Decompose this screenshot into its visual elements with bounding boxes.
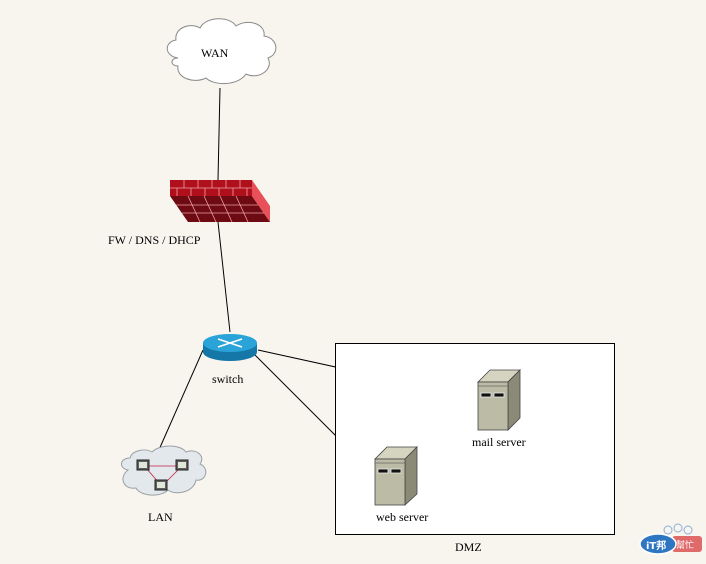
- switch-label: switch: [212, 372, 244, 386]
- lan-workstation: [154, 479, 168, 491]
- link-wan-firewall: [217, 87, 221, 181]
- itbang-logo-icon: [639, 523, 702, 555]
- watermark-suffix: 幫忙: [676, 541, 695, 551]
- link-firewall-switch: [217, 221, 231, 333]
- link-switch-lan: [157, 349, 204, 453]
- firewall-label: FW / DNS / DHCP: [108, 233, 201, 247]
- firewall-icon[interactable]: [170, 180, 270, 223]
- lan-workstation: [175, 459, 189, 471]
- dmz-zone: [335, 343, 615, 535]
- lan-cloud-icon[interactable]: [121, 445, 207, 496]
- wan-label: WAN: [201, 46, 229, 60]
- switch-icon[interactable]: [203, 334, 257, 361]
- lan-label: LAN: [148, 510, 173, 524]
- wan-cloud-icon[interactable]: [166, 18, 277, 84]
- web-server-icon[interactable]: [374, 446, 418, 506]
- lan-workstation: [136, 459, 150, 471]
- mail-server-label: mail server: [472, 435, 526, 449]
- watermark-brand: iT邦: [646, 541, 667, 552]
- mail-server-icon[interactable]: [477, 369, 521, 431]
- web-server-label: web server: [376, 510, 429, 524]
- dmz-label: DMZ: [455, 540, 482, 554]
